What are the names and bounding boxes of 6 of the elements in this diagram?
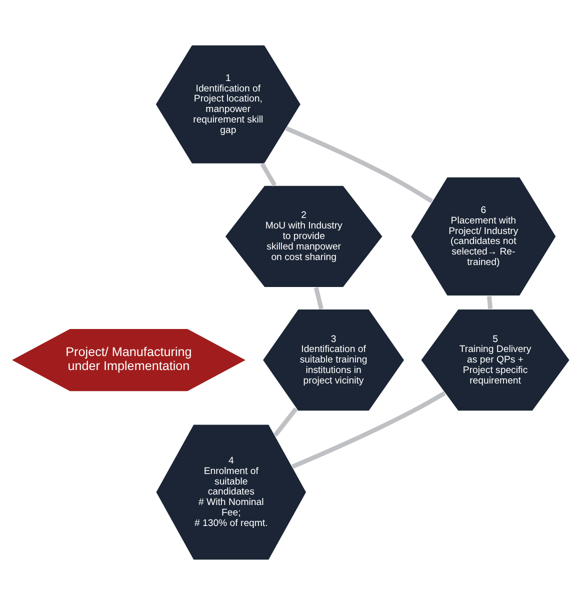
- connector: [260, 162, 277, 187]
- connector: [273, 407, 298, 437]
- connector: [486, 296, 493, 310]
- connector: [314, 287, 324, 310]
- connector: [285, 126, 434, 204]
- connector: [292, 391, 446, 469]
